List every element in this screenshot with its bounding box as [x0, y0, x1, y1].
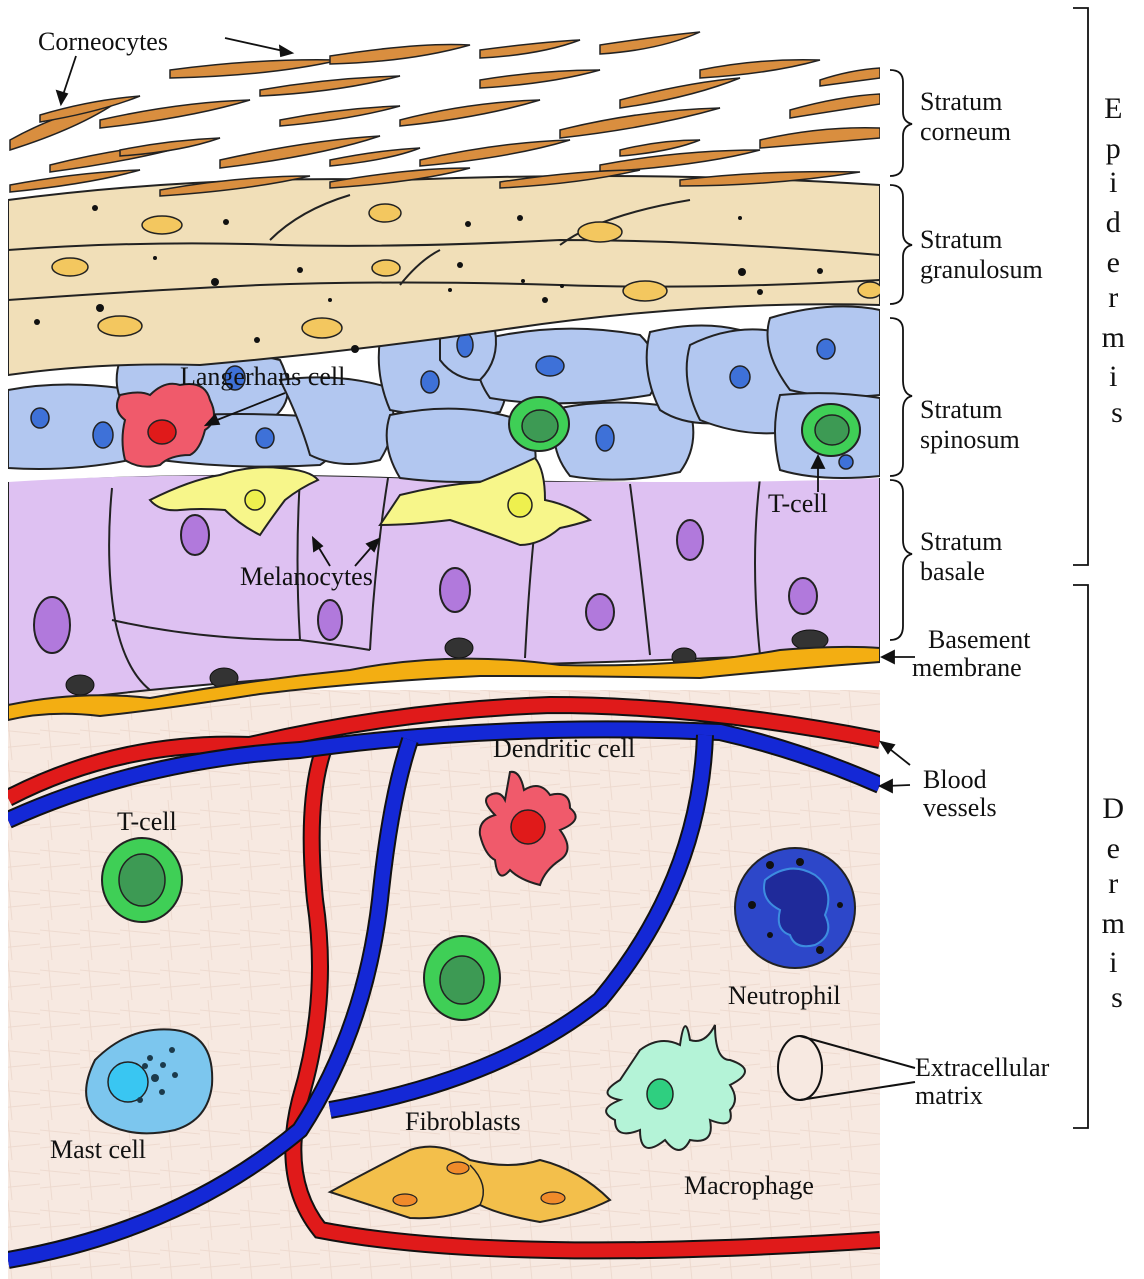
dermis-bracket [1073, 585, 1088, 1128]
mast-cell-nucleus [108, 1062, 148, 1102]
macrophage-nucleus [647, 1079, 673, 1109]
label-epidermis: E p i d e r m i s [1102, 92, 1133, 429]
label-mast-cell: Mast cell [50, 1135, 146, 1164]
label-stratum-corneum: Stratum corneum [920, 87, 1011, 146]
label-melanocytes: Melanocytes [240, 562, 373, 591]
label-stratum-basale: Stratum basale [920, 527, 1009, 586]
label-tcell-epidermis: T-cell [768, 489, 828, 518]
langerhans-nucleus [148, 420, 176, 444]
dendritic-cell-nucleus [511, 810, 545, 844]
label-dendritic-cell: Dendritic cell [493, 734, 635, 763]
label-dermis: D e r m i s [1102, 792, 1133, 1014]
label-stratum-granulosum: Stratum granulosum [920, 225, 1043, 284]
label-blood-vessels: Blood vessels [923, 765, 997, 822]
label-macrophage: Macrophage [684, 1171, 814, 1200]
label-corneocytes: Corneocytes [38, 27, 168, 56]
label-tcell-dermis: T-cell [117, 807, 177, 836]
label-fibroblasts: Fibroblasts [405, 1107, 521, 1136]
label-langerhans-cell: Langerhans cell [180, 362, 345, 391]
extracellular-matrix-cone [778, 1036, 822, 1100]
label-extracellular-matrix: Extracellular matrix [915, 1053, 1056, 1110]
label-stratum-spinosum: Stratum spinosum [920, 395, 1020, 454]
label-basement-membrane: Basement membrane [912, 625, 1037, 682]
corneocytes [10, 32, 880, 196]
label-neutrophil: Neutrophil [728, 981, 841, 1010]
epidermis-bracket [1073, 8, 1088, 565]
